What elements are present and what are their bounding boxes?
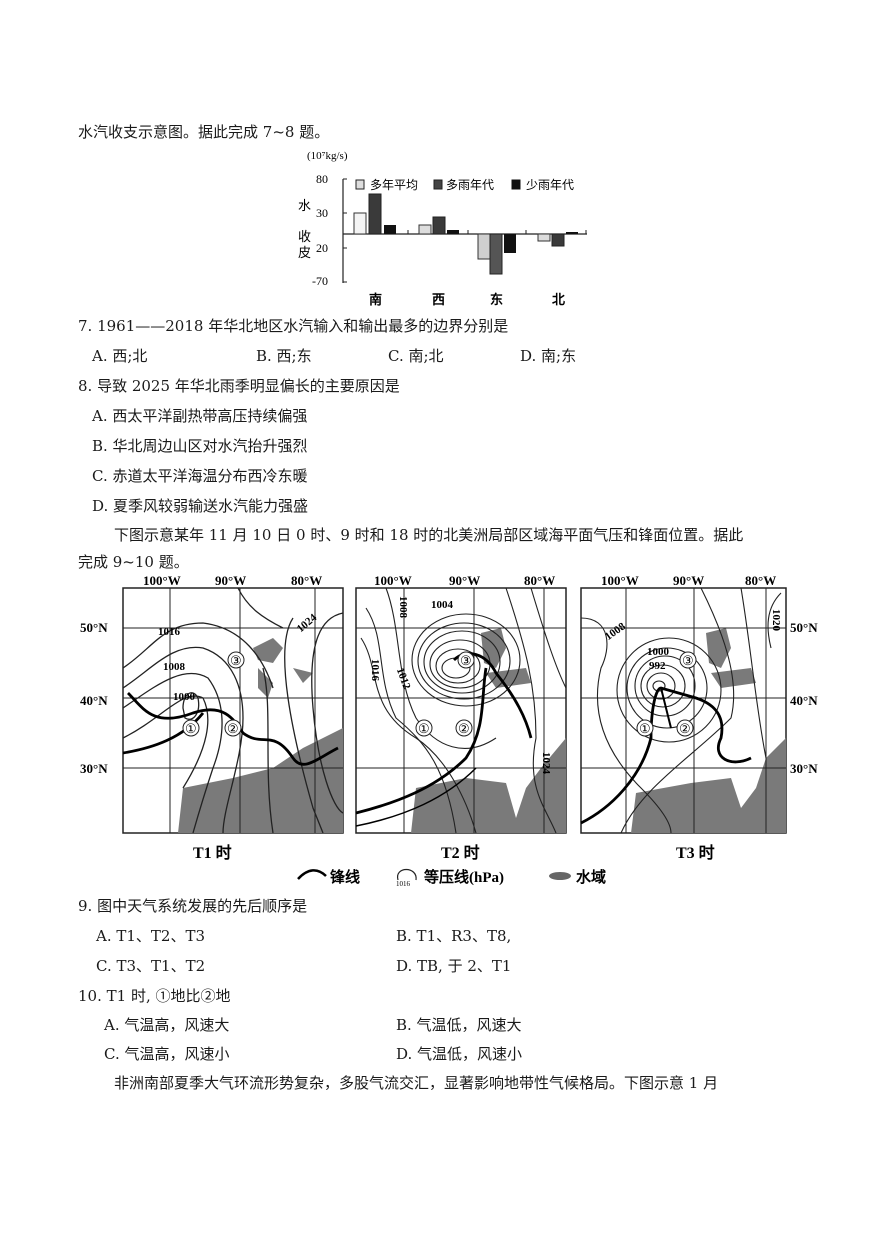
ytick-0: 80: [316, 172, 328, 186]
water-vapor-budget-chart: (10⁷kg/s) 水 收 皮 80 30 20 -70 多年平均 多雨年代 少…: [290, 143, 590, 313]
isobar-label: 1000: [173, 691, 196, 703]
q7-option-d[interactable]: D. 南;东: [520, 347, 577, 365]
q9-option-d[interactable]: D. TB, 于 2、T1: [396, 957, 512, 975]
map-panel-t2: 100°W 90°W 80°W: [355, 573, 567, 862]
lat-40n-left: 40°N: [80, 693, 108, 708]
lon-90w: 90°W: [449, 573, 480, 588]
map-panel-t3: 100°W 90°W 80°W: [580, 573, 787, 862]
point-3: ③: [460, 653, 472, 668]
ytick-1: 30: [316, 206, 328, 220]
caption-t3: T3 时: [676, 844, 715, 862]
chart-ylabel-1: 水: [298, 198, 311, 213]
caption-t2: T2 时: [441, 844, 480, 862]
cat-east: 东: [490, 292, 503, 307]
legend-water: 水域: [576, 868, 606, 886]
caption-t1: T1 时: [193, 844, 232, 862]
legend-wet: 多雨年代: [446, 178, 494, 192]
point-3: ③: [682, 653, 694, 668]
lat-30n-right: 30°N: [790, 761, 818, 776]
front-line-icon: [297, 869, 327, 880]
ytick-2: 20: [316, 241, 328, 255]
intro-7-8: 水汽收支示意图。据此完成 7~8 题。: [78, 123, 330, 141]
legend-isobar-sample: 1016: [396, 880, 411, 888]
q9-option-b[interactable]: B. T1、R3、T8,: [396, 927, 512, 945]
isobar-icon: [397, 868, 417, 881]
legend-front: 锋线: [330, 868, 360, 886]
water-icon: [549, 872, 571, 880]
q9-option-a[interactable]: A. T1、T2、T3: [96, 927, 206, 945]
q8-option-d[interactable]: D. 夏季风较弱输送水汽能力强盛: [92, 497, 309, 515]
point-2: ②: [227, 721, 239, 736]
ytick-3: -70: [312, 274, 328, 288]
lon-90w: 90°W: [215, 573, 246, 588]
q7-option-b[interactable]: B. 西;东: [256, 347, 312, 365]
lon-90w: 90°W: [673, 573, 704, 588]
isobar-label: 1016: [369, 659, 381, 682]
chart-unit-label: (10⁷kg/s): [307, 150, 348, 162]
lon-80w: 80°W: [524, 573, 555, 588]
cat-south: 南: [369, 292, 382, 307]
legend-avg: 多年平均: [370, 178, 418, 192]
legend-dry: 少雨年代: [526, 178, 574, 192]
q8-option-a[interactable]: A. 西太平洋副热带高压持续偏强: [92, 407, 308, 425]
intro-next: 非洲南部夏季大气环流形势复杂，多股气流交汇，显著影响地带性气候格局。下图示意 1…: [114, 1074, 719, 1092]
map-panel-t1: 100°W 90°W 80°W: [122, 573, 344, 862]
cat-west: 西: [432, 292, 445, 307]
isobar-label: 1008: [163, 661, 186, 673]
lat-50n-right: 50°N: [790, 620, 818, 635]
chart-ylabel-4: 皮: [298, 245, 311, 260]
q10-option-a[interactable]: A. 气温高，风速大: [104, 1016, 230, 1034]
q10-stem: 10. T1 时, ①地比②地: [78, 987, 231, 1005]
point-2: ②: [458, 721, 470, 736]
isobar-label: 992: [649, 660, 666, 672]
lon-100w: 100°W: [143, 573, 181, 588]
point-1: ①: [185, 721, 197, 736]
lat-50n-left: 50°N: [80, 620, 108, 635]
q9-option-c[interactable]: C. T3、T1、T2: [96, 957, 206, 975]
lon-100w: 100°W: [601, 573, 639, 588]
isobar-label: 1024: [540, 752, 552, 775]
q8-option-b[interactable]: B. 华北周边山区对水汽抬升强烈: [92, 437, 308, 455]
q10-option-c[interactable]: C. 气温高，风速小: [104, 1045, 230, 1063]
isobar-label: 1000: [647, 646, 670, 658]
chart-ylabel-3: 收: [298, 229, 311, 244]
lat-30n-left: 30°N: [80, 761, 108, 776]
point-3: ③: [230, 653, 242, 668]
lon-100w: 100°W: [374, 573, 412, 588]
lat-40n-right: 40°N: [790, 693, 818, 708]
q7-stem: 7. 1961——2018 年华北地区水汽输入和输出最多的边界分别是: [78, 317, 509, 335]
legend-isobar: 等压线(hPa): [424, 868, 504, 886]
q8-option-c[interactable]: C. 赤道太平洋海温分布西冷东暖: [92, 467, 308, 485]
isobar-label: 1020: [770, 609, 782, 632]
point-1: ①: [418, 721, 430, 736]
point-2: ②: [679, 721, 691, 736]
map-legend: 锋线 1016 等压线(hPa) 水域: [297, 868, 606, 888]
point-1: ①: [639, 721, 651, 736]
weather-maps: 100°W 90°W 80°W: [80, 570, 840, 890]
intro-9-10-line2: 完成 9~10 题。: [78, 553, 189, 571]
lon-80w: 80°W: [745, 573, 776, 588]
q10-option-b[interactable]: B. 气温低，风速大: [396, 1016, 522, 1034]
q9-stem: 9. 图中天气系统发展的先后顺序是: [78, 897, 308, 915]
cat-north: 北: [552, 292, 565, 307]
q7-option-a[interactable]: A. 西;北: [92, 347, 148, 365]
q8-stem: 8. 导致 2025 年华北雨季明显偏长的主要原因是: [78, 377, 400, 395]
intro-9-10-line1: 下图示意某年 11 月 10 日 0 时、9 时和 18 时的北美洲局部区域海平…: [114, 526, 744, 544]
q10-option-d[interactable]: D. 气温低，风速小: [396, 1045, 523, 1063]
isobar-label: 1016: [158, 626, 181, 638]
lon-80w: 80°W: [291, 573, 322, 588]
isobar-label: 1008: [397, 596, 409, 619]
isobar-label: 1004: [431, 599, 454, 611]
q7-option-c[interactable]: C. 南;北: [388, 347, 444, 365]
